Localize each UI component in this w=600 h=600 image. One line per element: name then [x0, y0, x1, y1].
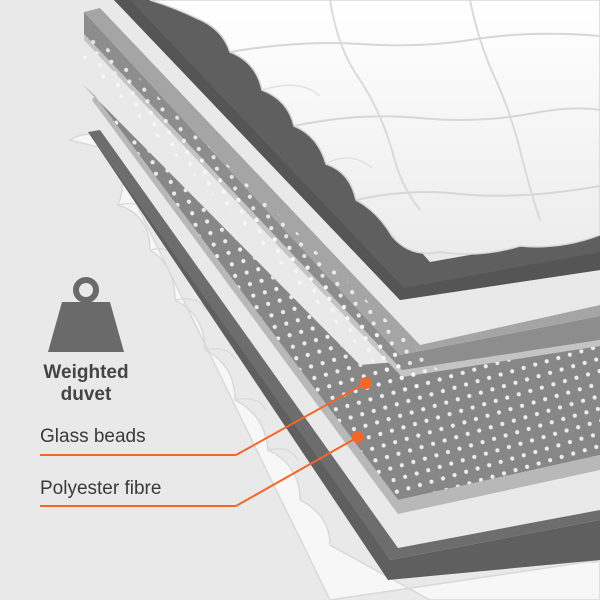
glass-beads-label: Glass beads: [40, 426, 146, 447]
title-line-2: duvet: [60, 384, 112, 405]
leader-lines: [40, 377, 372, 507]
outer-shell-layer: [114, 0, 600, 300]
polyester-layer-bottom: [88, 130, 600, 580]
polyester-fibre-label: Polyester fibre: [40, 478, 162, 499]
top-quilt: [149, 0, 600, 255]
title-line-1: Weighted: [43, 362, 129, 383]
glass-bead-strip-upper: [80, 40, 440, 390]
glass-bead-layer-lower: [82, 84, 600, 514]
diagram-title: Weighted duvet: [28, 362, 144, 406]
weight-icon: [48, 277, 124, 352]
